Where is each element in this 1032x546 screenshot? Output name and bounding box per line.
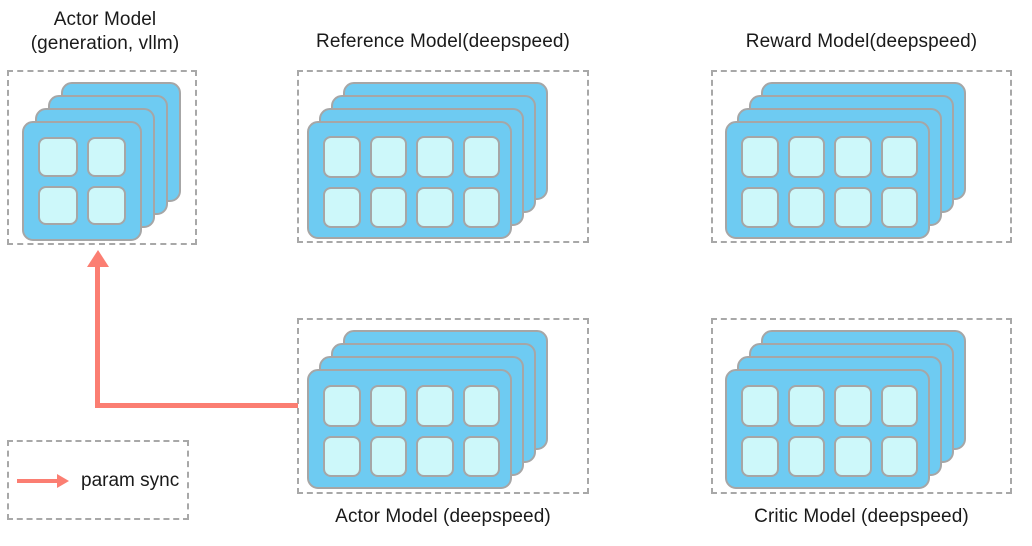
- card-cell: [416, 385, 454, 427]
- card-cell: [880, 385, 918, 427]
- card-stack-actor-model-deepspeed: [299, 320, 591, 496]
- card-cell-grid: [38, 137, 126, 225]
- card-cell: [369, 136, 407, 178]
- param-sync-arrow-vertical-segment: [95, 267, 100, 407]
- param-sync-arrow-head-icon: [86, 250, 109, 267]
- card-cell: [416, 186, 454, 228]
- card-stack-reward-model: [713, 72, 1014, 245]
- card-cell: [834, 385, 872, 427]
- card-cell: [416, 435, 454, 477]
- card-cell-grid: [323, 385, 500, 477]
- card-cell: [86, 185, 126, 225]
- card-cell: [741, 186, 779, 228]
- caption-actor-model-vllm: Actor Model (generation, vllm): [30, 9, 180, 54]
- caption-reference-model: Reference Model(deepspeed): [316, 31, 570, 52]
- param-sync-arrow-horizontal-segment: [95, 403, 298, 408]
- group-box-reference-model[interactable]: [297, 70, 589, 243]
- card-cell: [86, 137, 126, 177]
- caption-actor-model-deepspeed: Actor Model (deepspeed): [335, 506, 551, 527]
- legend-arrow-line-icon: [17, 479, 59, 483]
- card-cell: [787, 435, 825, 477]
- group-box-reward-model[interactable]: [711, 70, 1012, 243]
- card-cell-grid: [323, 136, 500, 228]
- card-stack-critic-model: [713, 320, 1014, 496]
- legend-box[interactable]: param sync: [7, 440, 189, 520]
- card-cell: [880, 186, 918, 228]
- card-cell: [369, 186, 407, 228]
- group-box-actor-model-deepspeed[interactable]: [297, 318, 589, 494]
- card-cell: [787, 136, 825, 178]
- card-cell: [323, 385, 361, 427]
- group-box-critic-model[interactable]: [711, 318, 1012, 494]
- card-layer-1: [22, 121, 142, 241]
- card-cell: [741, 385, 779, 427]
- card-cell: [38, 137, 78, 177]
- card-layer-1: [307, 369, 512, 489]
- card-cell: [834, 136, 872, 178]
- card-cell: [787, 385, 825, 427]
- card-cell-grid: [741, 136, 918, 228]
- card-cell: [834, 186, 872, 228]
- caption-reward-model: Reward Model(deepspeed): [745, 31, 978, 52]
- card-cell: [462, 435, 500, 477]
- card-cell: [834, 435, 872, 477]
- card-stack-actor-model-vllm: [9, 72, 199, 247]
- card-layer-1: [725, 369, 930, 489]
- group-box-actor-model-vllm[interactable]: [7, 70, 197, 245]
- card-cell: [462, 186, 500, 228]
- card-cell: [462, 385, 500, 427]
- card-cell-grid: [741, 385, 918, 477]
- card-cell: [369, 385, 407, 427]
- card-cell: [462, 136, 500, 178]
- legend-arrow-head-icon: [57, 474, 69, 488]
- card-cell: [880, 435, 918, 477]
- legend-label: param sync: [81, 470, 180, 491]
- card-cell: [416, 136, 454, 178]
- card-layer-1: [307, 121, 512, 239]
- card-cell: [787, 186, 825, 228]
- card-cell: [323, 186, 361, 228]
- caption-critic-model: Critic Model (deepspeed): [754, 506, 969, 527]
- card-cell: [323, 435, 361, 477]
- card-stack-reference-model: [299, 72, 591, 245]
- card-layer-1: [725, 121, 930, 239]
- card-cell: [323, 136, 361, 178]
- card-cell: [880, 136, 918, 178]
- card-cell: [369, 435, 407, 477]
- card-cell: [741, 435, 779, 477]
- card-cell: [741, 136, 779, 178]
- card-cell: [38, 185, 78, 225]
